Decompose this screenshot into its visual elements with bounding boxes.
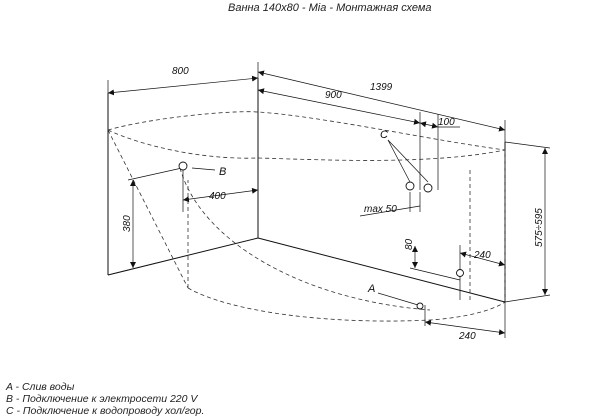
connection-markers: A B C: [219, 129, 388, 295]
marker-c: C: [380, 129, 388, 141]
label-240-lower: 240: [458, 331, 476, 342]
label-1399: 1399: [370, 82, 393, 93]
bathtub-outline: [107, 111, 506, 322]
legend-item-a: A - Слив воды: [6, 381, 75, 393]
leader-c-2: [387, 139, 429, 183]
dim-line-400: [182, 187, 259, 203]
legend-item-c: C - Подключение к водопроводу хол/гор.: [6, 405, 205, 417]
label-80: 80: [404, 238, 415, 250]
drain-point: [456, 269, 464, 277]
label-800: 800: [172, 66, 189, 77]
dim-line-900: [257, 88, 421, 125]
leader-c-1: [387, 139, 411, 183]
dim-line-800: [107, 75, 259, 96]
label-575-595: 575÷595: [534, 208, 545, 247]
wall-outline: [107, 78, 506, 303]
legend: A - Слив воды B - Подключение к электрос…: [6, 381, 204, 417]
dim-line-100: [419, 121, 439, 129]
label-400: 400: [209, 191, 226, 202]
label-380: 380: [122, 215, 133, 232]
water-connection-left: [405, 181, 415, 191]
label-100: 100: [438, 117, 455, 128]
dim-line-240-upper: [459, 251, 506, 267]
water-connection-right: [423, 183, 433, 193]
marker-b: B: [219, 166, 226, 178]
legend-item-b: B - Подключение к электросети 220 V: [6, 393, 198, 405]
electric-connection-point: [178, 161, 188, 171]
marker-a: A: [367, 283, 375, 295]
page-title: Ванна 140x80 - Mia - Монтажная схема: [228, 2, 432, 14]
dim-line-240-lower: [424, 319, 506, 336]
label-900: 900: [325, 90, 342, 101]
dimension-labels: 800 1399 900 100 400 380 max 50 80 240 5…: [122, 66, 545, 342]
leader-b: [191, 167, 216, 171]
leader-a: [377, 292, 419, 306]
label-max50: max 50: [364, 204, 397, 215]
connection-points: [178, 161, 464, 310]
dimension-lines: [107, 62, 551, 338]
drain-outlet: [416, 302, 424, 310]
dim-line-1399: [257, 70, 506, 132]
label-240-upper: 240: [473, 250, 491, 261]
